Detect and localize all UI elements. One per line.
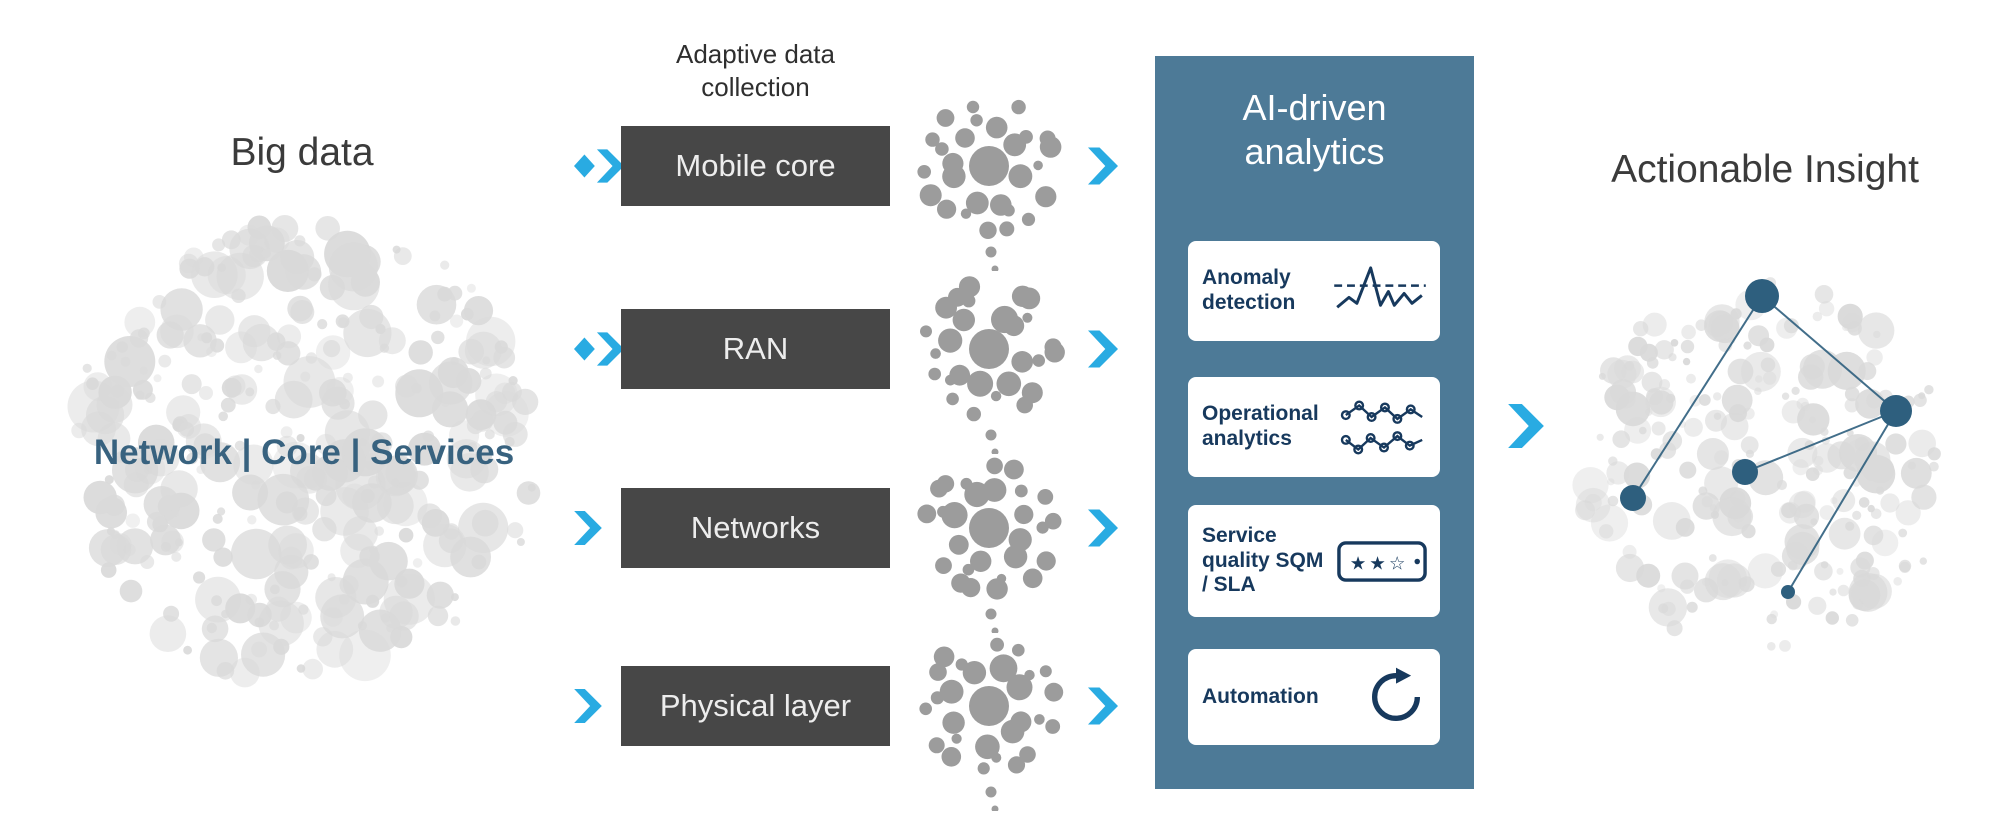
analytics-panel: AI-driven analytics Anomaly detection Op… [1155,56,1474,789]
card-operational-analytics: Operational analytics [1188,377,1440,477]
svg-text:★★☆: ★★☆ [1350,552,1409,573]
phone-rating-icon: ★★☆ [1337,540,1427,582]
card-label: Service quality SQM / SLA [1202,523,1324,597]
bidirectional-arrow-icon [574,149,624,183]
chevron-right-icon [1088,687,1118,725]
data-dots-cluster [920,276,1065,454]
source-box-mobile-core: Mobile core [621,126,890,206]
flow-row-physical-layer: Physical layer [570,621,1170,811]
flow-row-ran: RAN [570,264,1170,454]
card-label: Operational analytics [1202,402,1319,450]
big-data-title: Big data [230,131,374,174]
operational-analytics-icon [1340,400,1423,454]
insight-bubble [1568,272,1956,660]
big-data-bubble: Network | Core | Services [61,210,547,696]
card-anomaly-detection: Anomaly detection [1188,241,1440,341]
chevron-right-icon [1088,330,1118,368]
source-box-ran: RAN [621,309,890,389]
anomaly-chart-icon [1334,265,1426,308]
card-label: Anomaly detection [1202,266,1296,314]
card-label: Automation [1202,684,1319,708]
bubble-texture [67,215,541,688]
big-data-label: Network | Core | Services [93,433,515,472]
bubble-texture [1572,277,1941,652]
flow-row-networks: Networks [570,443,1170,633]
chevron-right-icon [574,689,602,723]
adaptive-collection-title: Adaptive data collection [675,39,835,103]
automation-loop-icon [1372,667,1420,721]
data-dots-cluster [919,637,1064,811]
chevron-right-icon [1088,509,1118,547]
flow-row-mobile-core: Mobile core [570,81,1170,271]
bidirectional-arrow-icon [574,332,624,366]
source-box-networks: Networks [621,488,890,568]
chevron-right-icon [574,511,602,545]
card-automation: Automation [1188,649,1440,745]
network-graph-overlay [1620,279,1912,599]
source-box-physical-layer: Physical layer [621,666,890,746]
chevron-right-icon [1508,404,1544,448]
chevron-right-icon [1088,147,1118,185]
insight-title: Actionable Insight [1611,148,1919,191]
analytics-title: AI-driven analytics [1242,87,1387,172]
card-service-quality: Service quality SQM / SLA ★★☆ [1188,505,1440,617]
data-dots-cluster [917,457,1062,633]
data-dots-cluster [917,99,1062,271]
